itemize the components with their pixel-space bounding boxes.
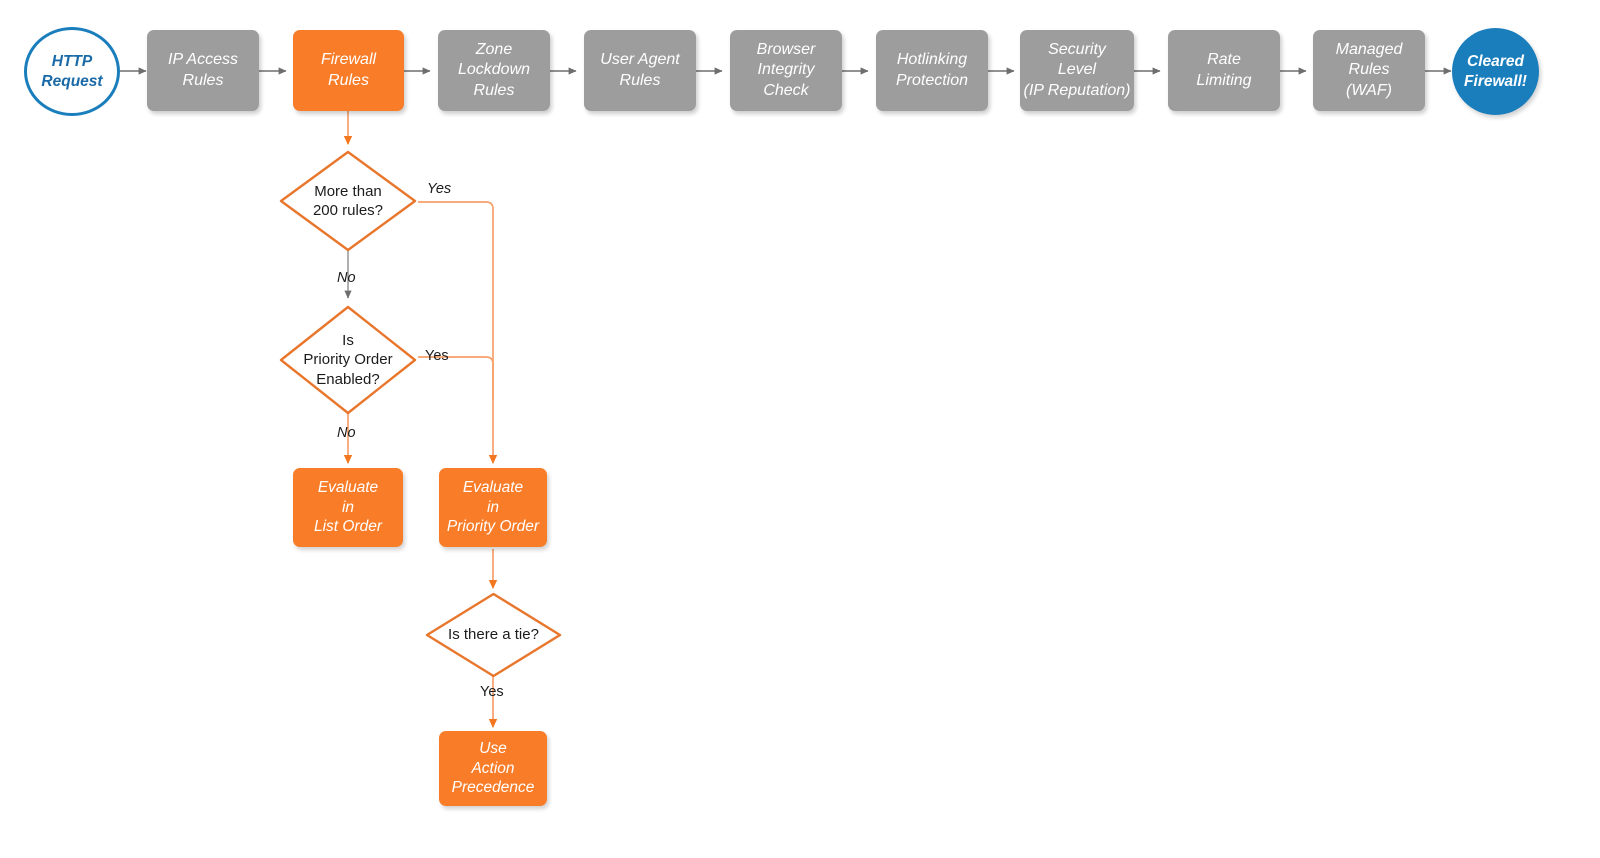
node-user-agent-rules[interactable]: User Agent Rules bbox=[584, 30, 696, 111]
diamond-shape bbox=[279, 150, 417, 252]
node-label: Cleared Firewall! bbox=[1464, 52, 1527, 90]
node-rate-limiting[interactable]: Rate Limiting bbox=[1168, 30, 1280, 111]
node-firewall-rules[interactable]: Firewall Rules bbox=[293, 30, 404, 111]
node-use-action-precedence[interactable]: Use Action Precedence bbox=[439, 731, 547, 806]
node-security-level-ip-reputation[interactable]: Security Level (IP Reputation) bbox=[1020, 30, 1134, 111]
node-zone-lockdown-rules[interactable]: Zone Lockdown Rules bbox=[438, 30, 550, 111]
decision-label: Is Priority Order Enabled? bbox=[303, 331, 393, 388]
node-label: Evaluate in Priority Order bbox=[446, 478, 540, 536]
node-browser-integrity-check[interactable]: Browser Integrity Check bbox=[730, 30, 842, 111]
decision-is-there-a-tie[interactable]: Is there a tie? bbox=[424, 591, 563, 679]
node-label: Rate Limiting bbox=[1196, 51, 1252, 89]
diamond-shape bbox=[425, 592, 562, 678]
decision-label: Is there a tie? bbox=[448, 626, 539, 644]
node-label: Browser Integrity Check bbox=[756, 40, 816, 99]
edge-label-yes-tie: Yes bbox=[480, 684, 504, 700]
edge-label-no-more-than-200: No bbox=[337, 270, 356, 286]
node-label: Zone Lockdown Rules bbox=[457, 40, 531, 99]
edge-label-yes-more-than-200: Yes bbox=[427, 181, 452, 197]
decision-label: More than 200 rules? bbox=[312, 182, 384, 220]
node-ip-access-rules[interactable]: IP Access Rules bbox=[147, 30, 259, 111]
node-label: Managed Rules (WAF) bbox=[1335, 40, 1403, 99]
diamond-shape bbox=[279, 305, 417, 415]
node-label: Use Action Precedence bbox=[451, 739, 535, 797]
node-label: Firewall Rules bbox=[320, 51, 377, 89]
node-cleared-firewall[interactable]: Cleared Firewall! bbox=[1452, 28, 1539, 115]
decision-is-priority-order-enabled[interactable]: Is Priority Order Enabled? bbox=[278, 304, 418, 416]
node-label: HTTP Request bbox=[41, 52, 103, 90]
node-label: Security Level (IP Reputation) bbox=[1023, 40, 1131, 99]
node-evaluate-in-priority-order[interactable]: Evaluate in Priority Order bbox=[439, 468, 547, 547]
node-label: Evaluate in List Order bbox=[313, 478, 383, 536]
edge-label-yes-priority-enabled: Yes bbox=[425, 348, 449, 364]
node-label: IP Access Rules bbox=[168, 51, 238, 89]
node-managed-rules-waf[interactable]: Managed Rules (WAF) bbox=[1313, 30, 1425, 111]
edge-label-no-priority-enabled: No bbox=[337, 425, 356, 441]
node-evaluate-in-list-order[interactable]: Evaluate in List Order bbox=[293, 468, 403, 547]
decision-more-than-200-rules[interactable]: More than 200 rules? bbox=[278, 149, 418, 253]
node-hotlinking-protection[interactable]: Hotlinking Protection bbox=[876, 30, 988, 111]
node-http-request[interactable]: HTTP Request bbox=[24, 27, 120, 116]
node-label: User Agent Rules bbox=[600, 51, 680, 89]
node-label: Hotlinking Protection bbox=[895, 51, 969, 89]
